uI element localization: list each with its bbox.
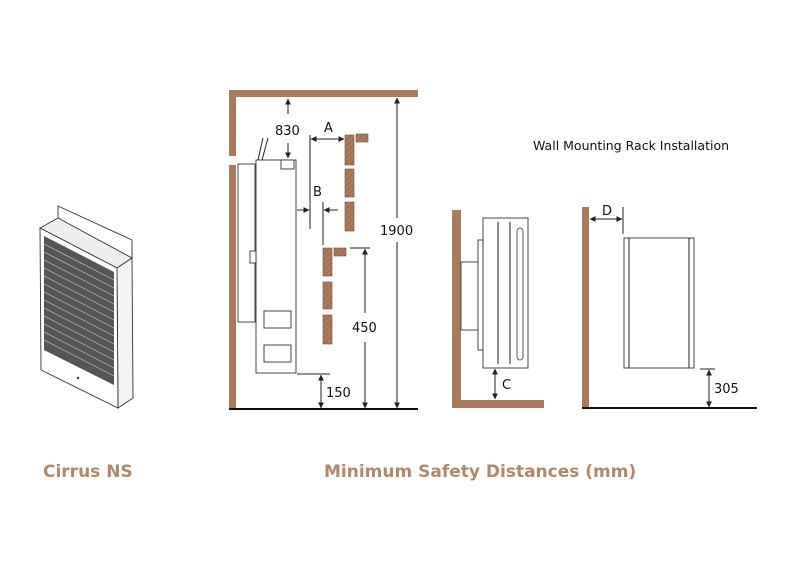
- distance-a-label: A: [324, 121, 333, 136]
- floor-clearance-label: 150: [326, 386, 351, 401]
- rack-side-diagram: C: [452, 210, 544, 408]
- side-view-diagram: 830 A B 450 1900 150: [229, 90, 418, 410]
- rack-floor: [452, 400, 544, 408]
- left-wall-lower: [229, 165, 236, 408]
- mounting-plate: [237, 163, 256, 323]
- heater-on-rack: [482, 217, 529, 369]
- product-name: Cirrus NS: [43, 462, 133, 482]
- distance-c-label: C: [502, 378, 511, 393]
- rack-wall: [452, 210, 461, 408]
- distance-b-label: B: [313, 185, 322, 200]
- rack-installation-title: Wall Mounting Rack Installation: [533, 138, 730, 153]
- diagram-title: Minimum Safety Distances (mm): [324, 462, 637, 482]
- wall-rack: [460, 261, 481, 331]
- ceiling: [229, 90, 418, 97]
- heater-product-image: [39, 205, 134, 409]
- rack-panel: [623, 237, 695, 369]
- rack-front-diagram: D 305: [582, 204, 757, 409]
- heater-side-view: [255, 159, 297, 374]
- front-wall: [582, 207, 589, 408]
- rack-floor-label: 305: [714, 382, 739, 397]
- ceiling-clearance-label: 830: [275, 124, 300, 139]
- total-height-label: 1900: [380, 224, 413, 239]
- combustible-wood-blocks: [322, 133, 369, 345]
- distance-d-label: D: [602, 204, 612, 219]
- wood-height-label: 450: [352, 321, 377, 336]
- left-wall: [229, 90, 236, 156]
